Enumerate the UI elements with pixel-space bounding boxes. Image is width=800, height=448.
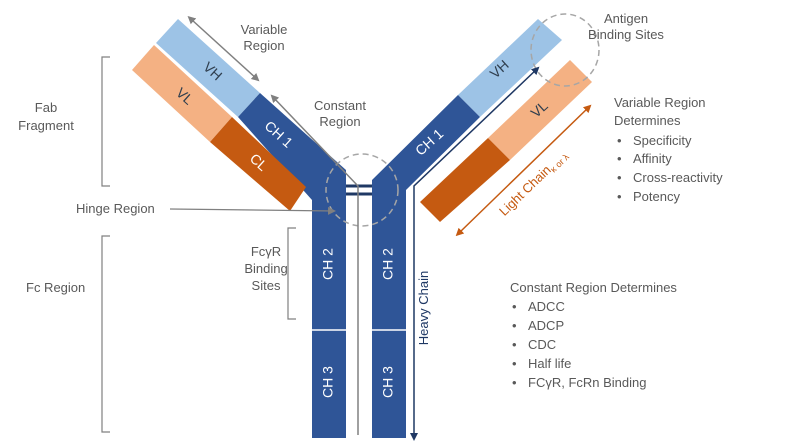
list-bullet: • xyxy=(512,375,517,390)
fcgr-label-2: Binding xyxy=(244,261,287,276)
list-item: CDC xyxy=(528,337,556,352)
light-chain-text: Light Chain xyxy=(496,162,554,218)
ch2-right-domain xyxy=(372,198,406,330)
constant-determines-list: • ADCC • ADCP • CDC • Half life • FCγR, … xyxy=(512,299,646,390)
hinge-circle xyxy=(325,153,399,227)
fab-fragment-label-1: Fab xyxy=(35,100,57,115)
variable-region-label-1: Variable xyxy=(241,22,288,37)
light-chain-arrow xyxy=(455,104,592,237)
constant-region-label-1: Constant xyxy=(314,98,366,113)
list-bullet: • xyxy=(512,318,517,333)
fab-fragment-label-2: Fragment xyxy=(18,118,74,133)
list-item: Affinity xyxy=(633,151,672,166)
fcgr-label-1: FcγR xyxy=(251,244,281,259)
hinge-region-pointer xyxy=(169,206,336,215)
fc-region-label: Fc Region xyxy=(26,280,85,295)
antigen-binding-label-2: Binding Sites xyxy=(588,27,664,42)
list-item: Half life xyxy=(528,356,571,371)
ch2-left-domain xyxy=(312,198,346,330)
list-bullet: • xyxy=(617,189,622,204)
ch2-left-label: CH 2 xyxy=(320,248,336,280)
list-item: Potency xyxy=(633,189,680,204)
ch2-right-label: CH 2 xyxy=(380,248,396,280)
heavy-chain-label: Heavy Chain xyxy=(416,271,431,345)
antigen-binding-label-1: Antigen xyxy=(604,11,648,26)
fab-bracket xyxy=(101,56,110,187)
fcgr-label-3: Sites xyxy=(252,278,281,293)
cl-left-domain xyxy=(210,117,306,211)
constant-determines-heading: Constant Region Determines xyxy=(510,280,677,295)
ch3-left-label: CH 3 xyxy=(320,366,336,398)
ch3-right-label: CH 3 xyxy=(380,366,396,398)
antigen-binding-circle xyxy=(530,13,600,87)
list-bullet: • xyxy=(512,337,517,352)
variable-determines-list: • Specificity • Affinity • Cross-reactiv… xyxy=(617,133,723,204)
list-item: FCγR, FcRn Binding xyxy=(528,375,646,390)
light-chain-subscript: κ or λ xyxy=(548,152,571,175)
variable-region-arrow xyxy=(187,15,260,82)
variable-determines-heading-1: Variable Region xyxy=(614,95,706,110)
fc-bracket xyxy=(101,235,110,433)
ch3-left-domain xyxy=(312,330,346,438)
list-bullet: • xyxy=(512,356,517,371)
list-bullet: • xyxy=(617,151,622,166)
list-bullet: • xyxy=(617,170,622,185)
list-item: Specificity xyxy=(633,133,692,148)
list-item: Cross-reactivity xyxy=(633,170,723,185)
constant-region-arrow xyxy=(270,94,359,435)
list-item: ADCP xyxy=(528,318,564,333)
variable-determines-heading-2: Determines xyxy=(614,113,681,128)
variable-region-label-2: Region xyxy=(243,38,284,53)
constant-region-label-2: Region xyxy=(319,114,360,129)
list-item: ADCC xyxy=(528,299,565,314)
vl-left-domain xyxy=(132,45,232,142)
hinge-region-label: Hinge Region xyxy=(76,201,155,216)
ch3-right-domain xyxy=(372,330,406,438)
ch1-left-domain xyxy=(238,93,346,200)
list-bullet: • xyxy=(617,133,622,148)
list-bullet: • xyxy=(512,299,517,314)
fcgr-bracket xyxy=(287,227,296,320)
